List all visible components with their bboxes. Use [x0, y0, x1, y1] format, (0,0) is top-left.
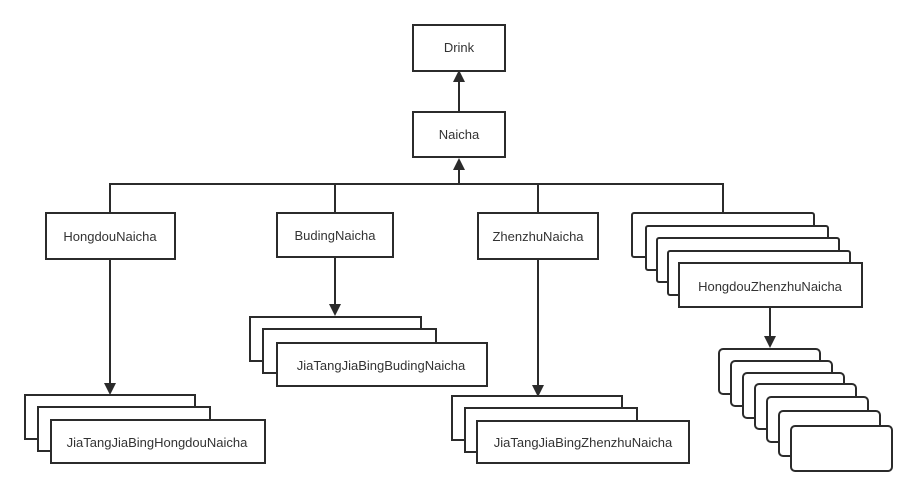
node-jiatang-zhenzhu-stack: JiaTangJiaBingZhenzhuNaicha: [451, 395, 690, 464]
node-hongdou-zhenzhu-naicha-stack: HongdouZhenzhuNaicha: [631, 212, 863, 308]
node-jiatang-buding-stack: JiaTangJiaBingBudingNaicha: [249, 316, 488, 387]
node-zhenzhu-naicha: ZhenzhuNaicha: [477, 212, 599, 260]
edges: [104, 70, 776, 397]
node-zhenzhu-naicha-label: ZhenzhuNaicha: [492, 229, 584, 244]
node-unlabeled-stack: [718, 348, 893, 472]
edge-subclasses-to-naicha: [109, 183, 724, 212]
node-buding-naicha-label: BudingNaicha: [295, 228, 377, 243]
node-hongdou-naicha: HongdouNaicha: [45, 212, 176, 260]
node-drink-label: Drink: [444, 40, 475, 55]
node-jiatang-hongdou-stack: JiaTangJiaBingHongdouNaicha: [24, 394, 266, 464]
node-naicha: Naicha: [412, 111, 506, 158]
node-drink: Drink: [412, 24, 506, 72]
node-hongdou-naicha-label: HongdouNaicha: [63, 229, 157, 244]
node-naicha-label: Naicha: [439, 127, 480, 142]
node-jiatang-buding-label: JiaTangJiaBingBudingNaicha: [297, 358, 466, 373]
node-buding-naicha: BudingNaicha: [276, 212, 394, 258]
node-hongdou-zhenzhu-naicha-label: HongdouZhenzhuNaicha: [698, 279, 843, 294]
node-jiatang-zhenzhu-label: JiaTangJiaBingZhenzhuNaicha: [494, 435, 673, 450]
node-jiatang-hongdou-label: JiaTangJiaBingHongdouNaicha: [67, 435, 248, 450]
